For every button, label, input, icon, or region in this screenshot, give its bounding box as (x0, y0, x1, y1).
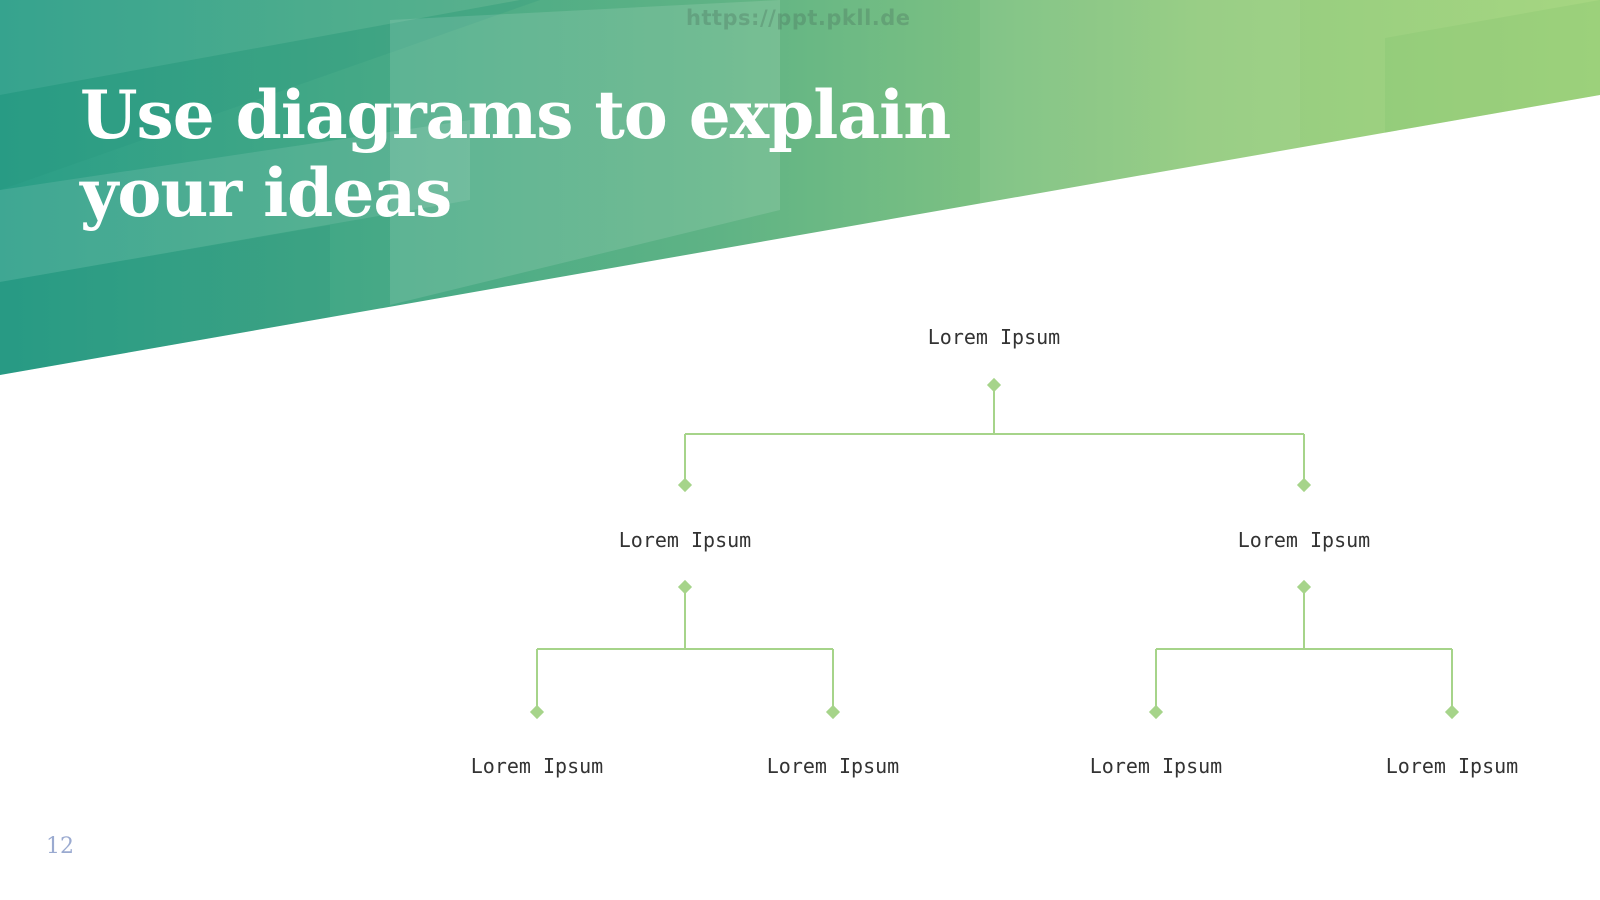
tree-node-level3-2: Lorem Ipsum (766, 754, 900, 778)
page-title: Use diagrams to explain your ideas (80, 76, 980, 232)
connector-diamond (825, 704, 841, 720)
banner-shape (0, 0, 1600, 375)
connector-diamond (529, 704, 545, 720)
banner-facets (0, 0, 1600, 375)
connector-diamond (677, 579, 693, 595)
connector-root (684, 385, 1305, 484)
tree-node-level2-right: Lorem Ipsum (1237, 528, 1371, 552)
watermark-url: https://ppt.pkll.de (686, 6, 911, 30)
tree-node-level3-3: Lorem Ipsum (1089, 754, 1223, 778)
page-title-line-1: Use diagrams to explain (80, 76, 951, 154)
connector-diamond (1296, 579, 1312, 595)
page-number: 12 (46, 834, 74, 859)
tree-node-level2-left: Lorem Ipsum (618, 528, 752, 552)
connector-diamond (1148, 704, 1164, 720)
connector-diamond (986, 377, 1002, 393)
tree-node-root: Lorem Ipsum (927, 325, 1061, 349)
connector-left-branch (536, 587, 834, 711)
connector-diamond (1296, 477, 1312, 493)
connector-diamond (677, 477, 693, 493)
page-title-line-2: your ideas (80, 154, 452, 232)
tree-node-level3-1: Lorem Ipsum (470, 754, 604, 778)
tree-node-level3-4: Lorem Ipsum (1385, 754, 1519, 778)
connector-right-branch (1155, 587, 1453, 711)
connector-diamond (1444, 704, 1460, 720)
